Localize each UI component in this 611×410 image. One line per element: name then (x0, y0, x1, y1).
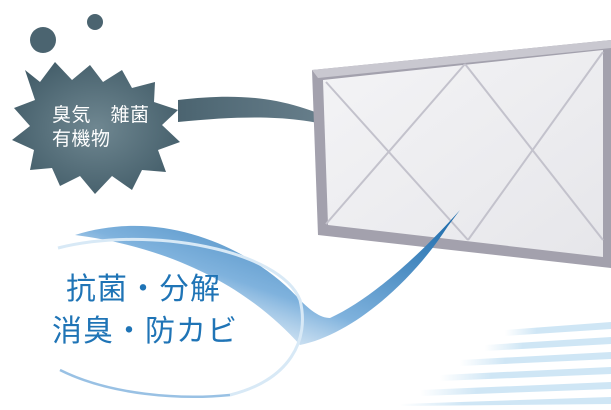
pollutant-cloud-icon (12, 62, 180, 194)
pollutant-flow-arrow (178, 96, 349, 131)
filter-panel (323, 50, 603, 257)
feature-label-line2: 消臭・防カビ (52, 314, 238, 349)
clean-flow-arrow (75, 210, 460, 345)
pollutant-label-line1: 臭気 雑菌 (52, 104, 150, 126)
airflow-stripes (400, 322, 611, 406)
small-bubble-icon (87, 14, 103, 30)
filter-mesh (325, 51, 604, 241)
pollutant-label-line2: 有機物 (52, 128, 111, 150)
feature-arc-shadow (59, 368, 231, 398)
filter-frame-highlight (312, 40, 611, 78)
feature-arc (57, 237, 304, 397)
filter-unit (312, 40, 611, 268)
bubble-icon (30, 27, 56, 53)
feature-label-line1: 抗菌・分解 (66, 272, 221, 307)
